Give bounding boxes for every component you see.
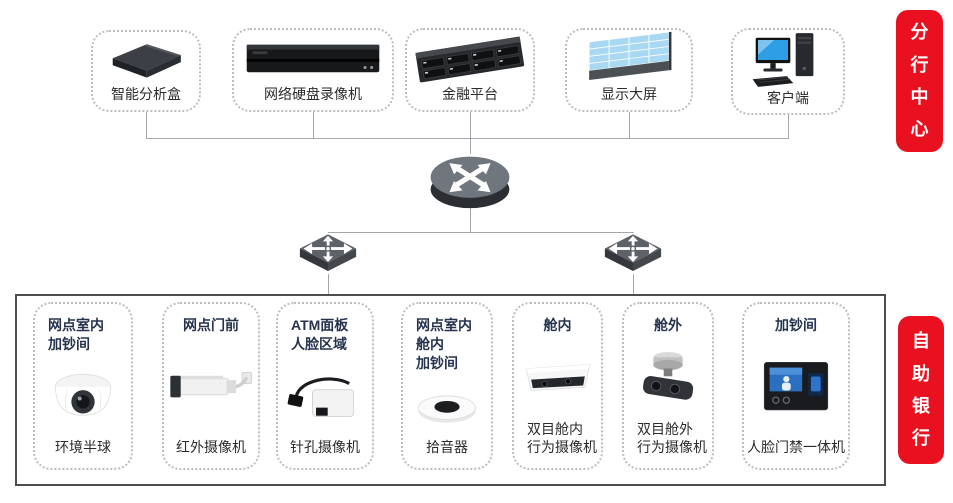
connector-line — [633, 274, 634, 294]
device-box-client: 客户端 — [731, 28, 845, 115]
audio-pickup-icon — [403, 373, 491, 439]
connector-line — [470, 204, 471, 232]
dual-lens-outdoor-camera-icon — [624, 335, 712, 421]
top-bus-line — [146, 138, 789, 139]
device-box-display-wall: 显示大屏 — [565, 28, 693, 112]
site-box-entrance: 网点门前 红外摄像机 — [162, 302, 260, 470]
site-box-atm-panel: ATM面板 人脸区域 针孔摄像机 — [276, 302, 374, 470]
site-title: 网点室内 加钞间 — [48, 317, 104, 352]
site-title: 网点室内 舱内 加钞间 — [416, 317, 472, 371]
site-box-cabin-outside: 舱外 双目舱外 行为摄像机 — [622, 302, 714, 470]
analysis-box-icon — [93, 32, 199, 86]
video-wall-icon — [567, 30, 691, 86]
connector-line — [629, 112, 630, 138]
site-box-teller-room: 网点室内 加钞间 环境半球 — [33, 302, 133, 470]
site-label: 拾音器 — [426, 438, 468, 455]
device-box-nvr: 网络硬盘录像机 — [232, 28, 394, 112]
dome-camera-icon — [35, 354, 131, 439]
site-label: 环境半球 — [55, 438, 111, 455]
site-title: 加钞间 — [775, 317, 817, 333]
site-title: 舱内 — [543, 317, 572, 333]
site-label: 人脸门禁一体机 — [747, 438, 845, 455]
site-label: 针孔摄像机 — [290, 438, 360, 455]
device-label: 网络硬盘录像机 — [264, 85, 362, 102]
site-label: 红外摄像机 — [176, 438, 246, 455]
face-access-terminal-icon — [744, 335, 848, 439]
switch-icon — [298, 233, 358, 282]
switch-bus-line — [328, 232, 634, 233]
rack-server-icon — [407, 30, 533, 86]
branch-center-badge: 分行中心 — [896, 10, 943, 152]
pinhole-camera-icon — [278, 354, 372, 439]
device-box-finance-platform: 金融平台 — [405, 28, 535, 112]
site-label: 双目舱内 行为摄像机 — [527, 421, 597, 455]
nvr-recorder-icon — [234, 30, 392, 86]
site-box-cabin-inside: 舱内 双目舱内 行为摄像机 — [512, 302, 603, 470]
bullet-camera-icon — [164, 335, 258, 439]
site-label: 双目舱外 行为摄像机 — [637, 421, 707, 455]
connector-line — [313, 112, 314, 138]
device-label: 客户端 — [767, 90, 809, 106]
site-title: 舱外 — [654, 317, 682, 333]
self-service-bank-badge: 自助银行 — [898, 316, 944, 464]
connector-line — [146, 112, 147, 138]
device-label: 显示大屏 — [601, 86, 657, 102]
connector-line — [788, 115, 789, 138]
device-box-analysis: 智能分析盒 — [91, 30, 201, 112]
site-title: ATM面板 人脸区域 — [291, 317, 349, 352]
site-box-pod-interior: 网点室内 舱内 加钞间 拾音器 — [401, 302, 493, 470]
connector-line — [328, 274, 329, 294]
site-box-cash-room: 加钞间 人脸门禁一体机 — [742, 302, 850, 470]
device-label: 智能分析盒 — [111, 85, 181, 102]
connector-line — [470, 112, 471, 154]
device-label: 金融平台 — [442, 85, 498, 102]
dual-lens-indoor-camera-icon — [514, 335, 601, 421]
switch-icon — [603, 233, 663, 282]
site-title: 网点门前 — [183, 317, 239, 333]
desktop-client-icon — [733, 30, 843, 90]
router-icon — [424, 150, 516, 215]
